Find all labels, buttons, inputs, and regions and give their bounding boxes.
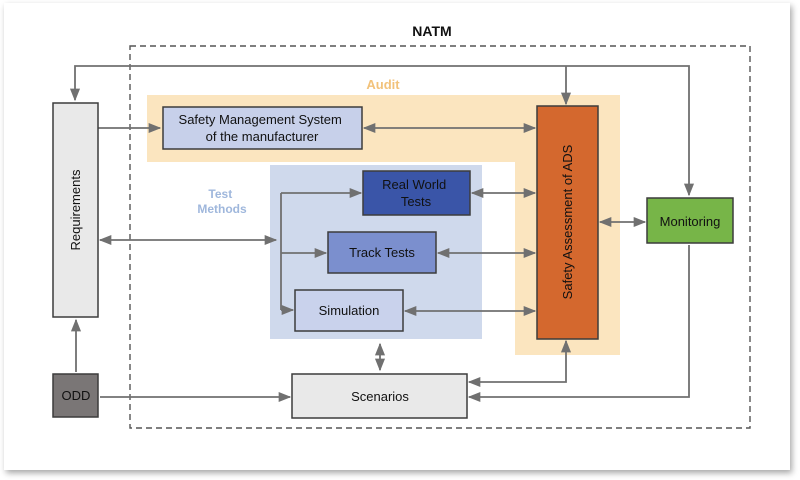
monitoring-box: Monitoring [646, 197, 734, 244]
audit-label: Audit [366, 77, 400, 92]
simulation-box: Simulation [294, 289, 404, 332]
real-world-tests-box: Real World Tests [362, 170, 471, 216]
top-connector [69, 65, 695, 197]
simulation-label: Simulation [319, 303, 380, 318]
track-tests-label: Track Tests [349, 245, 415, 260]
connectors [69, 65, 695, 403]
test-methods-label: Test Methods [197, 187, 247, 216]
real-world-label-line-2: Tests [401, 194, 432, 209]
test-methods-line-1: Test [208, 187, 232, 201]
sms-box: Safety Management System of the manufact… [162, 106, 363, 150]
sms-label-line-2: of the manufacturer [206, 129, 319, 144]
safety-assessment-label: Safety Assessment of ADS [560, 144, 575, 299]
real-world-label-line-1: Real World [382, 177, 446, 192]
sms-label-line-1: Safety Management System [179, 112, 342, 127]
safety-assessment-box: Safety Assessment of ADS [536, 105, 599, 340]
natm-title: NATM [412, 23, 451, 39]
monitoring-label: Monitoring [660, 214, 721, 229]
requirements-box: Requirements [52, 102, 99, 318]
scenarios-box: Scenarios [291, 373, 468, 419]
odd-box: ODD [52, 373, 99, 418]
svg-text:Safety Management System: Safety Management System of the manufact… [179, 112, 346, 144]
test-methods-line-2: Methods [197, 202, 247, 216]
track-tests-box: Track Tests [327, 231, 437, 274]
requirements-label: Requirements [68, 169, 83, 250]
svg-text:Real World Tests: Real World Tests [382, 177, 450, 209]
scenarios-safety-connector [467, 339, 572, 388]
scenarios-label: Scenarios [351, 389, 409, 404]
monitoring-scenarios-connector [467, 245, 690, 403]
odd-label: ODD [62, 388, 91, 403]
